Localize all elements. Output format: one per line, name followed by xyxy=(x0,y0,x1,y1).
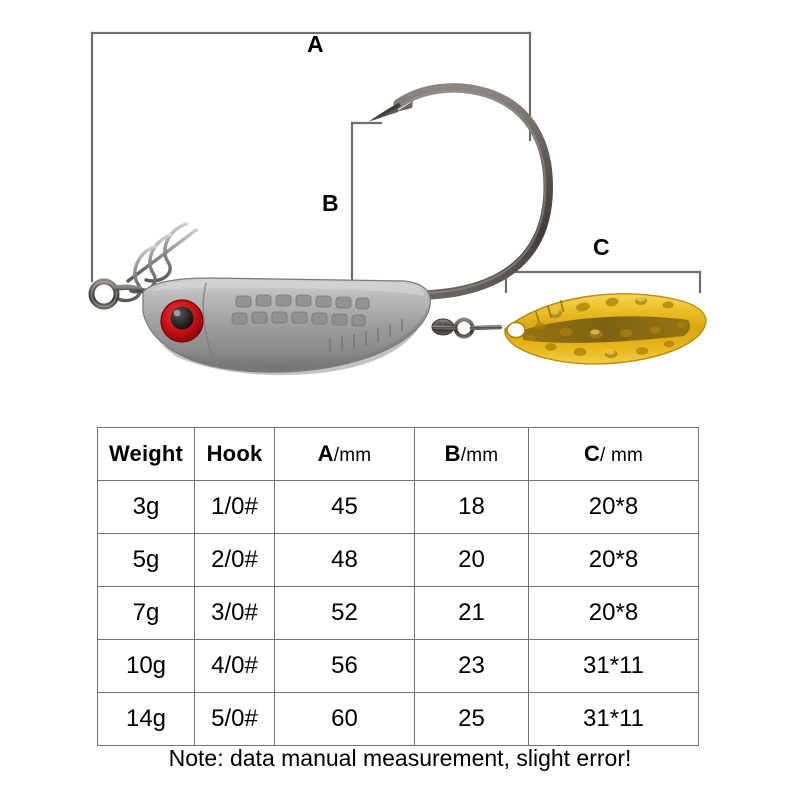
product-diagram: A B C xyxy=(88,31,707,376)
cell-a: 52 xyxy=(274,586,415,640)
jig-head-body xyxy=(142,277,431,376)
cell-b: 25 xyxy=(414,692,529,746)
header-hook-label: Hook xyxy=(206,441,263,466)
table-row: 14g 5/0# 60 25 31*11 xyxy=(97,692,699,746)
header-c-unit: / mm xyxy=(600,445,644,466)
header-a-letter: A xyxy=(317,441,334,466)
cell-weight: 7g xyxy=(97,586,195,640)
header-weight-label: Weight xyxy=(108,441,184,466)
header-a-unit: /mm xyxy=(333,445,372,466)
spinner-blade xyxy=(504,293,707,365)
cell-weight: 10g xyxy=(97,639,195,693)
cell-b: 21 xyxy=(414,586,529,640)
cell-c: 20*8 xyxy=(528,586,699,640)
cell-b: 23 xyxy=(414,639,529,693)
header-a: A/mm xyxy=(274,427,415,481)
table-row: 10g 4/0# 56 23 31*11 xyxy=(97,639,699,693)
dimension-bracket-c xyxy=(504,270,702,294)
header-weight: Weight xyxy=(97,427,195,481)
barrel-swivel xyxy=(431,317,503,339)
cell-c: 20*8 xyxy=(528,480,699,534)
line-tie-eyelet xyxy=(88,278,153,310)
cell-c: 31*11 xyxy=(528,692,699,746)
cell-a: 60 xyxy=(274,692,415,746)
cell-c: 31*11 xyxy=(528,639,699,693)
cell-c: 20*8 xyxy=(528,533,699,587)
header-b: B/mm xyxy=(414,427,529,481)
cell-a: 56 xyxy=(274,639,415,693)
cell-hook: 2/0# xyxy=(194,533,275,587)
cell-weight: 14g xyxy=(97,692,195,746)
header-b-unit: /mm xyxy=(460,445,499,466)
cell-weight: 3g xyxy=(97,480,195,534)
cell-hook: 1/0# xyxy=(194,480,275,534)
cell-a: 48 xyxy=(274,533,415,587)
table-row: 7g 3/0# 52 21 20*8 xyxy=(97,586,699,640)
header-c: C/ mm xyxy=(528,427,699,481)
cell-hook: 3/0# xyxy=(194,586,275,640)
cell-a: 45 xyxy=(274,480,415,534)
table-row: 3g 1/0# 45 18 20*8 xyxy=(97,480,699,534)
table-row: 5g 2/0# 48 20 20*8 xyxy=(97,533,699,587)
header-c-letter: C xyxy=(583,441,601,466)
dimension-label-c: C xyxy=(593,234,610,260)
cell-b: 20 xyxy=(414,533,529,587)
fish-eye xyxy=(160,299,204,343)
cell-hook: 4/0# xyxy=(194,639,275,693)
table-header-row: Weight Hook A/mm B/mm C/ mm xyxy=(97,427,699,481)
header-hook: Hook xyxy=(194,427,275,481)
spec-table-container: Weight Hook A/mm B/mm C/ mm xyxy=(97,427,699,746)
lure-illustration xyxy=(88,31,707,376)
cell-hook: 5/0# xyxy=(194,692,275,746)
table-body: 3g 1/0# 45 18 20*8 5g 2/0# 48 20 20*8 7g… xyxy=(97,480,699,746)
cell-weight: 5g xyxy=(97,533,195,587)
header-b-letter: B xyxy=(444,441,461,466)
spec-table: Weight Hook A/mm B/mm C/ mm xyxy=(97,427,699,746)
dimension-label-b: B xyxy=(322,190,339,216)
measurement-note: Note: data manual measurement, slight er… xyxy=(168,745,632,771)
dimension-label-a: A xyxy=(307,31,324,57)
cell-b: 18 xyxy=(414,480,529,534)
dimension-bracket-b xyxy=(350,121,383,287)
